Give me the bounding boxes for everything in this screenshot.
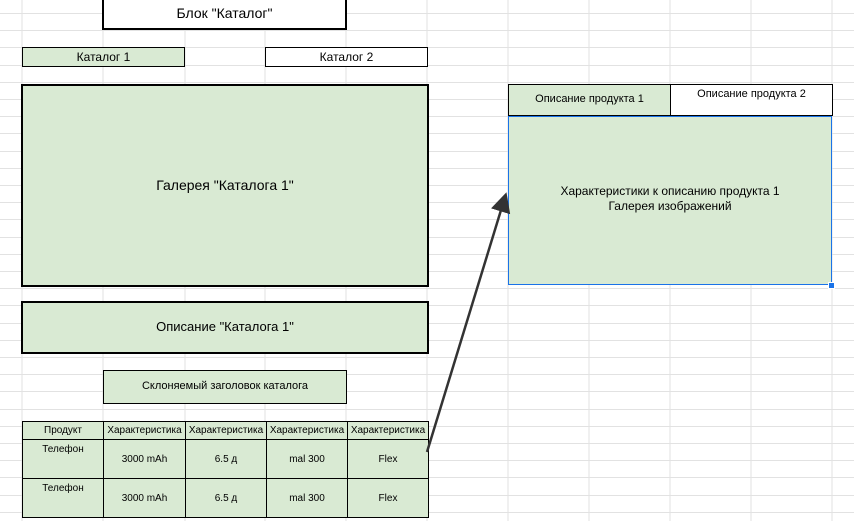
header-characteristic: Характеристика (185, 421, 267, 440)
catalog-gallery-label: Галерея "Каталога 1" (156, 176, 294, 193)
tab-catalog-2[interactable]: Каталог 2 (265, 47, 428, 67)
table-header-row: Продукт Характеристика Характеристика Ха… (22, 421, 429, 440)
tab-catalog-2-label: Каталог 2 (319, 49, 374, 64)
table-cell: mal 300 (266, 439, 348, 479)
tab-catalog-1[interactable]: Каталог 1 (22, 47, 185, 67)
product-panel-line-2: Галерея изображений (608, 198, 732, 213)
block-title-text: Блок "Каталог" (176, 4, 273, 21)
table-cell: 6.5 д (185, 478, 267, 518)
tab-product-2-label: Описание продукта 2 (697, 88, 806, 100)
table-cell: 3000 mAh (103, 439, 186, 479)
table-row: Телефон 3000 mAh 6.5 д mal 300 Flex (22, 478, 429, 518)
catalog-description: Описание "Каталога 1" (21, 301, 429, 354)
catalog-description-label: Описание "Каталога 1" (156, 319, 294, 335)
table-row: Телефон 3000 mAh 6.5 д mal 300 Flex (22, 439, 429, 479)
product-description-panel[interactable]: Характеристики к описанию продукта 1 Гал… (508, 116, 832, 285)
catalog-gallery: Галерея "Каталога 1" (21, 84, 429, 287)
table-cell: Flex (347, 478, 429, 518)
table-cell: mal 300 (266, 478, 348, 518)
header-product: Продукт (22, 421, 104, 440)
header-characteristic: Характеристика (266, 421, 348, 440)
declinable-heading: Склоняемый заголовок каталога (103, 370, 347, 404)
declinable-heading-label: Склоняемый заголовок каталога (141, 380, 309, 393)
table-cell: Flex (347, 439, 429, 479)
product-panel-line-1: Характеристики к описанию продукта 1 (560, 183, 780, 198)
table-cell: 6.5 д (185, 439, 267, 479)
selection-resize-handle[interactable] (828, 282, 835, 289)
tab-product-2[interactable]: Описание продукта 2 (670, 84, 833, 116)
tab-catalog-1-label: Каталог 1 (76, 49, 131, 64)
table-cell: 3000 mAh (103, 478, 186, 518)
header-characteristic: Характеристика (347, 421, 429, 440)
table-cell: Телефон (22, 478, 104, 518)
table-cell: Телефон (22, 439, 104, 479)
header-characteristic: Характеристика (103, 421, 186, 440)
tab-product-1-label: Описание продукта 1 (535, 93, 644, 106)
tab-product-1[interactable]: Описание продукта 1 (508, 84, 671, 116)
product-spec-table: Продукт Характеристика Характеристика Ха… (22, 421, 429, 518)
block-title: Блок "Каталог" (102, 0, 347, 30)
